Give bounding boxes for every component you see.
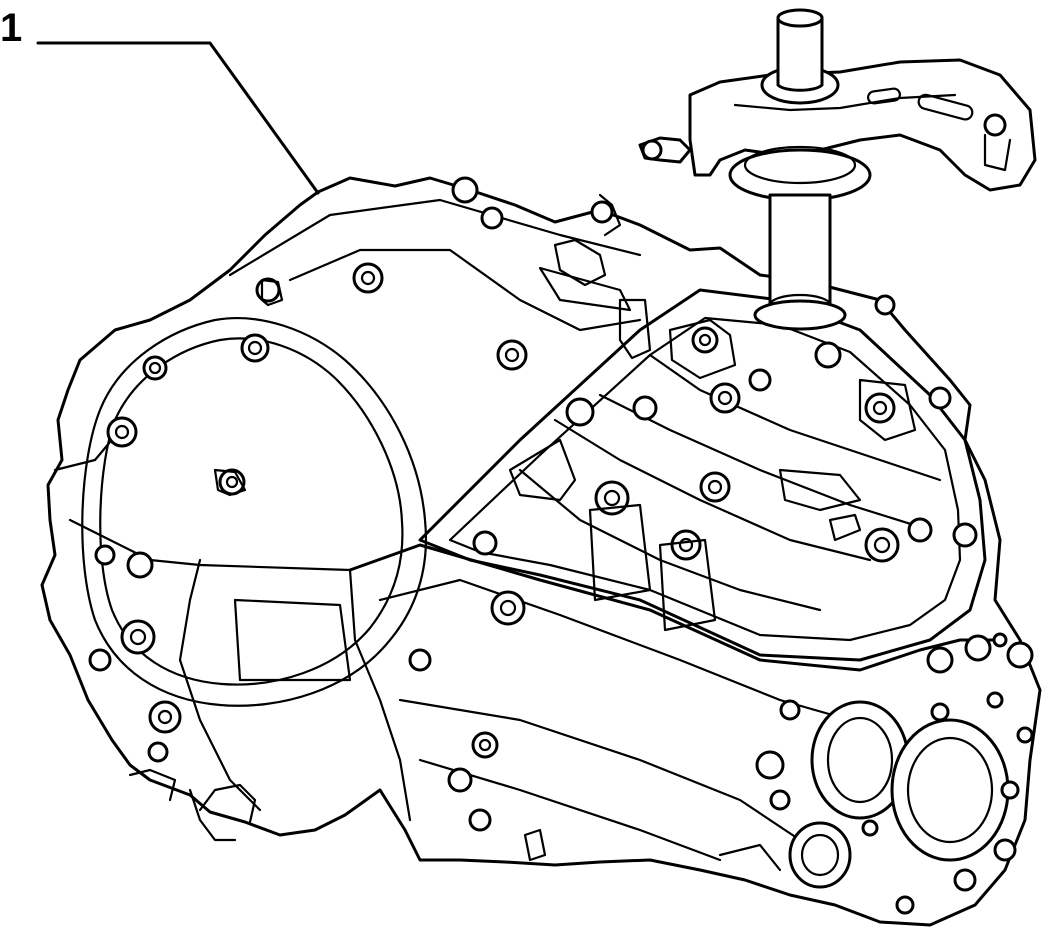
gearbox-housing	[40, 176, 1042, 927]
leader-line	[36, 41, 320, 195]
shift-lever-assembly	[638, 8, 1037, 331]
housing-details	[128, 193, 917, 872]
output-bearing-bores	[755, 632, 1034, 915]
bolt-bosses	[88, 176, 978, 832]
callout-label-1: 1	[0, 6, 23, 50]
